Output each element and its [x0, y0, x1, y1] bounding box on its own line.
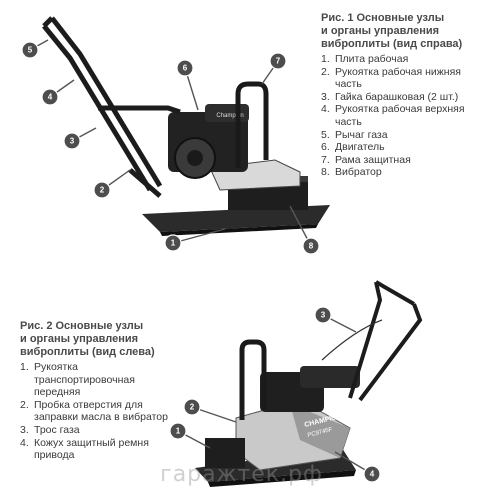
figure1-title-line: виброплиты (вид справа): [321, 38, 463, 50]
fig2-handle: [348, 281, 383, 399]
fig1-handle: [42, 24, 153, 192]
fig1-callout-1: 1: [164, 228, 226, 252]
fig1-callout-3: 3: [63, 127, 97, 150]
svg-text:8: 8: [309, 242, 314, 251]
fig1-callout-4: 4: [41, 79, 75, 106]
svg-text:4: 4: [48, 93, 53, 102]
svg-text:3: 3: [321, 311, 326, 320]
fig1-callout-2: 2: [93, 169, 131, 199]
list-item: 4.Кожух защитный ремня привода: [20, 436, 149, 462]
list-item: 3.Трос газа: [20, 423, 80, 436]
fig1-protective-frame: [235, 81, 269, 168]
fig1-engine-brand: Champion: [216, 113, 243, 119]
figure2-title-line: виброплиты (вид слева): [20, 346, 155, 358]
fig2-callout-1: 1: [169, 422, 211, 449]
list-item: 3.Гайка барашковая (2 шт.): [321, 90, 459, 103]
figure1-title: Рис. 1 Основные узлы и органы управления…: [321, 12, 462, 51]
list-item: 6.Двигатель: [321, 141, 385, 154]
list-item: 1.Плита рабочая: [321, 53, 409, 65]
figure2-title: Рис. 2 Основные узлы и органы управления…: [20, 320, 155, 359]
fig1-callout-8: 8: [289, 205, 320, 255]
fig1-callout-6: 6: [176, 59, 199, 111]
figure2-parts-list: 1.Рукоятка транспортировочная передняя 2…: [20, 361, 170, 462]
fig1-base-plate: [142, 205, 330, 232]
svg-text:3: 3: [70, 137, 75, 146]
list-item: 5.Рычаг газа: [321, 128, 388, 141]
svg-text:5: 5: [28, 46, 33, 55]
figure1-title-line: Рис. 1 Основные узлы: [321, 12, 445, 24]
svg-text:4: 4: [370, 470, 375, 479]
fig2-callout-2: 2: [183, 398, 237, 423]
fig2-callout-4: 4: [334, 451, 381, 483]
figure2-title-line: и органы управления: [20, 333, 139, 345]
list-item: 7.Рама защитная: [321, 153, 411, 166]
svg-text:1: 1: [176, 427, 181, 436]
figure2-title-line: Рис. 2 Основные узлы: [20, 320, 144, 332]
fig2-callout-3: 3: [314, 306, 357, 333]
list-item: 2.Пробка отверстия для заправки масла в …: [20, 398, 168, 424]
list-item: 1.Рукоятка транспортировочная передняя: [20, 361, 135, 399]
figure1-title-line: и органы управления: [321, 25, 440, 37]
fig2-roll-bar: [239, 339, 267, 420]
svg-text:2: 2: [100, 186, 105, 195]
svg-text:7: 7: [276, 57, 281, 66]
svg-text:2: 2: [190, 403, 195, 412]
svg-text:6: 6: [183, 64, 188, 73]
list-item: 8.Вибратор: [321, 166, 382, 179]
list-item: 4.Рукоятка рабочая верхняя часть: [321, 103, 465, 128]
svg-text:1: 1: [171, 239, 176, 248]
figure1-parts-list: 1.Плита рабочая 2.Рукоятка рабочая нижня…: [321, 53, 481, 179]
fig1-callout-5: 5: [21, 39, 49, 59]
watermark: гаражтек.рф: [160, 462, 323, 487]
list-item: 2.Рукоятка рабочая нижняя часть: [321, 65, 461, 91]
fig1-callout-7: 7: [261, 52, 287, 85]
